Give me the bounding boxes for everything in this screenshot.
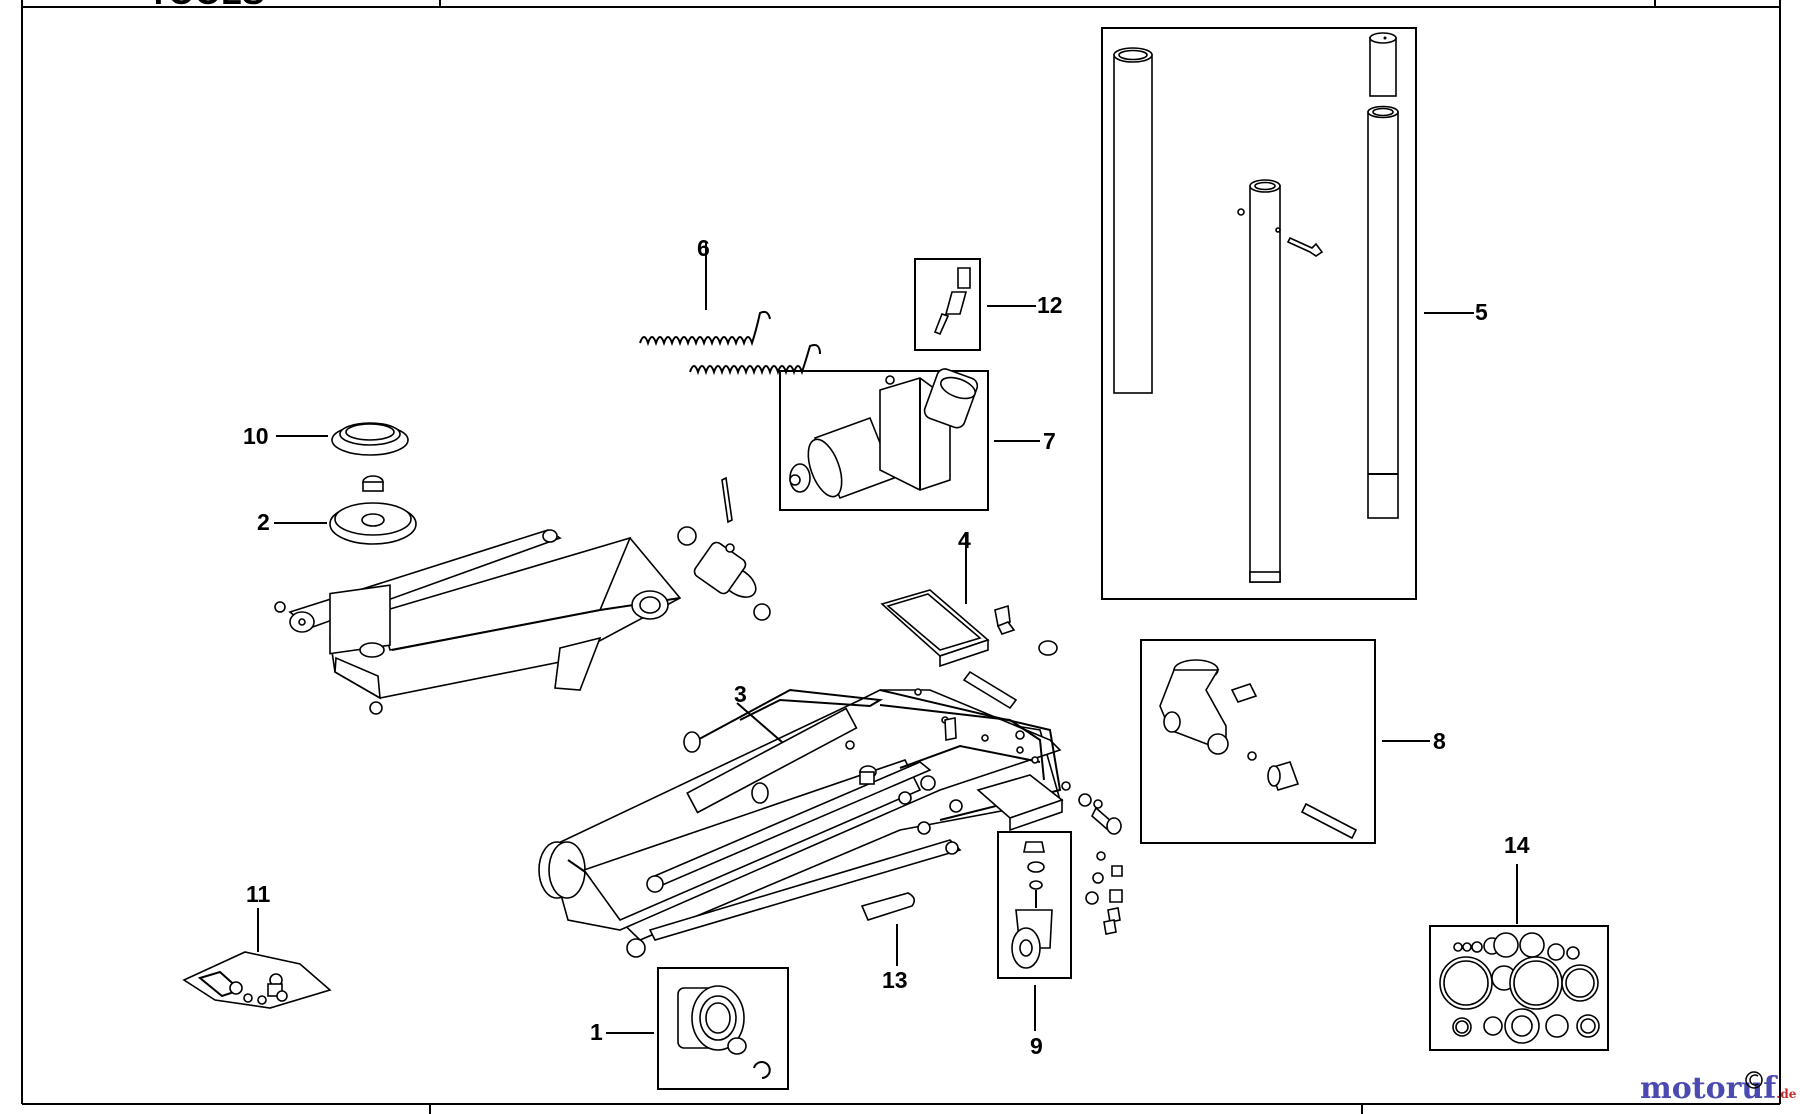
label-part-12: 12 bbox=[1037, 292, 1063, 318]
watermark-suffix: .de bbox=[1776, 1087, 1797, 1101]
copyright-icon bbox=[1745, 1071, 1763, 1089]
part-1-front-wheel bbox=[606, 967, 789, 1090]
label-part-6: 6 bbox=[697, 235, 710, 261]
page-frame bbox=[21, 0, 1781, 1114]
part-4-pedal-plate bbox=[880, 534, 1058, 668]
label-part-9: 9 bbox=[1030, 1033, 1043, 1059]
part-5-handle-assembly bbox=[1101, 27, 1474, 600]
part-2-saddle bbox=[274, 475, 417, 545]
label-part-14: 14 bbox=[1504, 832, 1530, 858]
header-text: TOOLS bbox=[148, 0, 265, 12]
part-14-seal-kit bbox=[1429, 864, 1609, 1051]
part-7-pump-unit bbox=[779, 368, 1040, 511]
label-part-5: 5 bbox=[1475, 299, 1488, 325]
part-13-grip-sleeve bbox=[860, 892, 916, 966]
part-3-frame-chassis bbox=[538, 670, 1122, 958]
label-part-4: 4 bbox=[958, 527, 971, 553]
lift-arm-assembly bbox=[274, 529, 682, 715]
label-part-8: 8 bbox=[1433, 728, 1446, 754]
pin-and-clips bbox=[677, 476, 771, 621]
part-9-castor-wheel bbox=[997, 831, 1072, 1031]
castor-screws bbox=[1085, 851, 1123, 935]
label-part-2: 2 bbox=[257, 509, 270, 535]
part-11-hardware-bag bbox=[182, 908, 332, 1009]
svg-text:motoruf.de: motoruf.de bbox=[1640, 1071, 1797, 1106]
part-6-return-springs bbox=[639, 243, 821, 376]
label-part-13: 13 bbox=[882, 967, 908, 993]
label-part-3: 3 bbox=[734, 681, 747, 707]
label-part-10: 10 bbox=[243, 423, 269, 449]
part-12-universal-joint bbox=[914, 258, 1036, 351]
part-10-seal-ring bbox=[276, 422, 409, 456]
label-part-1: 1 bbox=[590, 1019, 603, 1045]
watermark-logo: motoruf.de bbox=[1640, 1071, 1797, 1106]
label-part-11: 11 bbox=[246, 881, 271, 907]
label-part-7: 7 bbox=[1043, 428, 1056, 454]
part-8-castor-bracket bbox=[1140, 639, 1430, 844]
part-labels: 1 2 3 4 5 6 7 8 9 10 11 12 13 14 bbox=[243, 235, 1530, 1059]
